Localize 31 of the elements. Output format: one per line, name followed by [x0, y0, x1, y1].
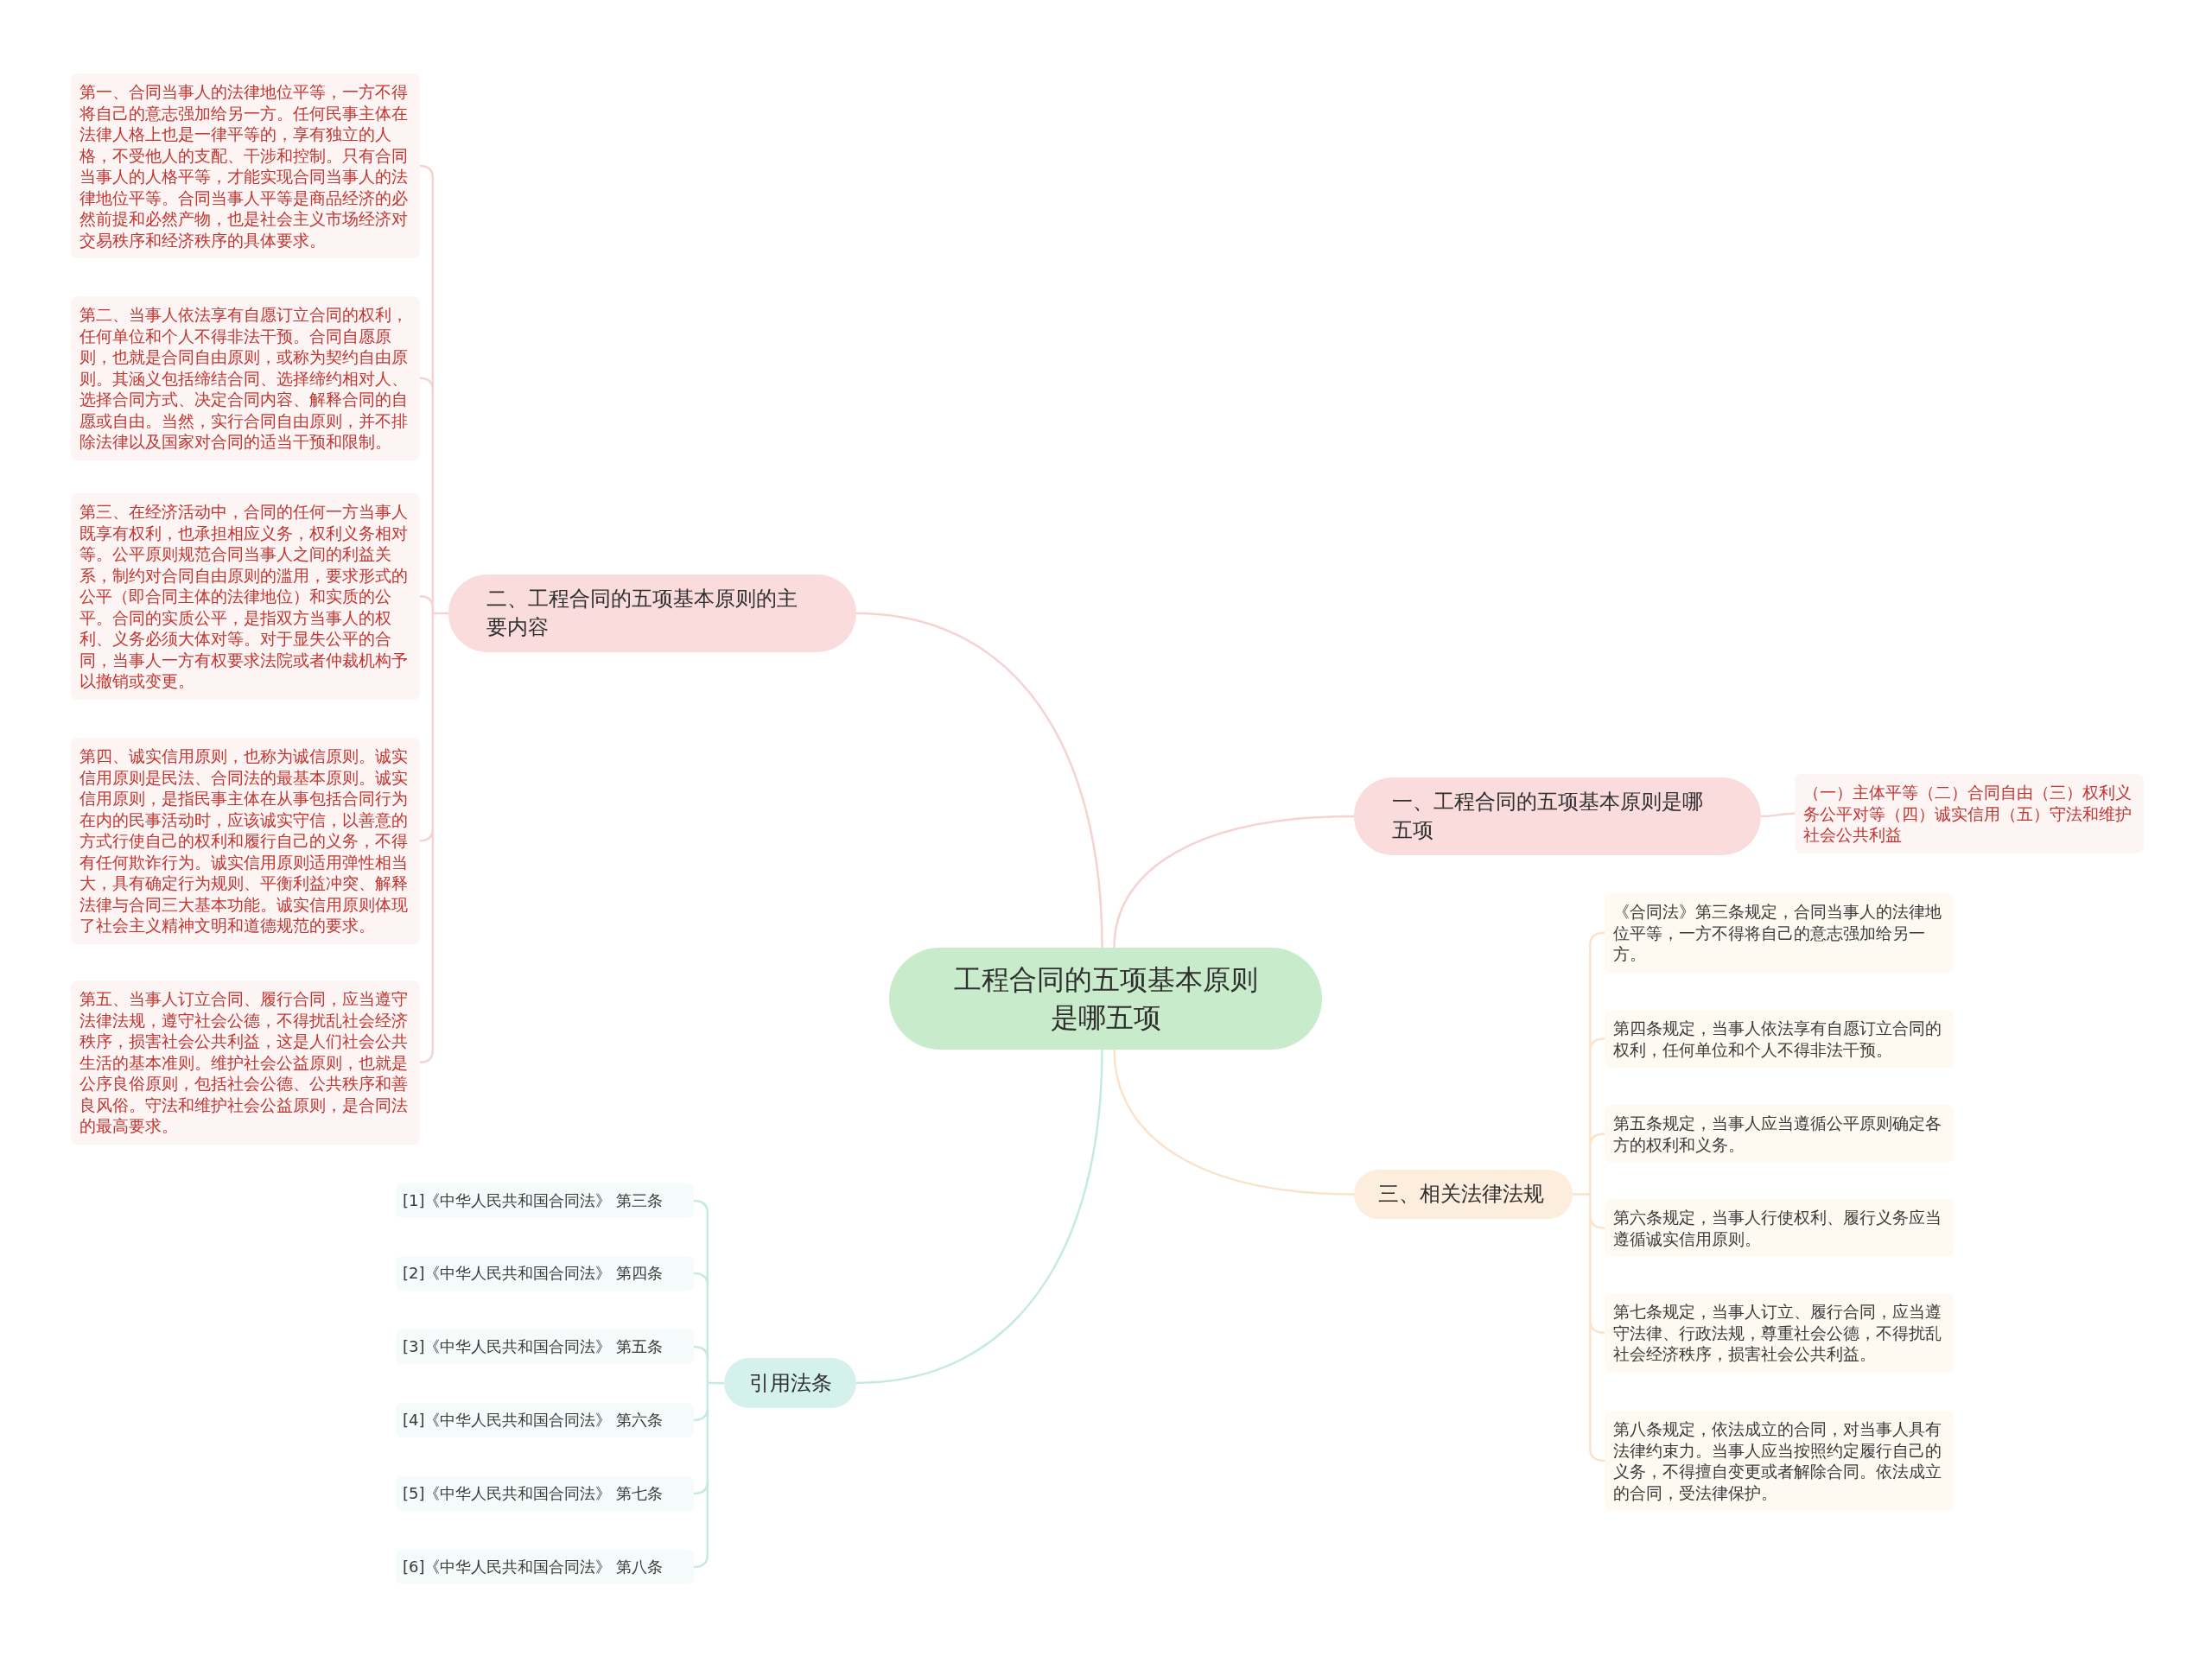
note-card: 第七条规定，当事人订立、履行合同，应当遵守法律、行政法规，尊重社会公德，不得扰乱社会经济秩序，损害社会公共利益。: [1605, 1293, 1954, 1373]
branch-topic: 引用法条: [724, 1358, 856, 1408]
connector-line: [855, 1049, 1103, 1385]
note-card: （一）主体平等（二）合同自由（三）权利义务公平对等（四）诚实信用（五）守法和维护社会公共利益: [1795, 774, 2144, 853]
note-card: 第四条规定，当事人依法享有自愿订立合同的权利，任何单位和个人不得非法干预。: [1605, 1010, 1954, 1068]
note-card: 第三、在经济活动中，合同的任何一方当事人既享有权利，也承担相应义务，权利义务相对等。公平原则规范合同当事人之间的利益关系，制约对合同自由原则的滥用，要求形式的公平（即合同主体的法律地位）和实质的公平。合同的实质公平，是指双方当事人的权利、义务必须大体对等。对于显失公平的合同，当事人一方有权要求法院或者仲裁机构予以撤销或变更。: [71, 493, 420, 700]
branch-topic: 一、工程合同的五项基本原则是哪五项: [1354, 777, 1761, 855]
note-card: 第一、合同当事人的法律地位平等，一方不得将自己的意志强加给另一方。任何民事主体在法律人格上也是一律平等的，享有独立的人格，不受他人的支配、干涉和控制。只有合同当事人的人格平等，才能实现合同当事人的法律地位平等。合同当事人平等是商品经济的必然前提和必然产物，也是社会主义市场经济对交易秩序和经济秩序的具体要求。: [71, 73, 420, 258]
note-card: 第四、诚实信用原则，也称为诚信原则。诚实信用原则是民法、合同法的最基本原则。诚实信用原则，是指民事主体在从事包括合同行为在内的民事活动时，应该诚实守信，以善意的方式行使自己的权利和履行自己的义务，不得有任何欺诈行为。诚实信用原则适用弹性相当大，具有确定行为规则、平衡利益冲突、解释法律与合同三大基本功能。诚实信用原则体现了社会主义精神文明和道德规范的要求。: [71, 738, 420, 944]
connector-line: [418, 164, 450, 1063]
citation-card: [6]《中华人民共和国合同法》 第八条: [396, 1550, 694, 1584]
branch-topic: 二、工程合同的五项基本原则的主要内容: [448, 574, 856, 652]
connector-line: [1113, 1049, 1355, 1196]
connector-line: [1113, 815, 1355, 949]
citation-card: [2]《中华人民共和国合同法》 第四条: [396, 1256, 694, 1291]
connector-line: [855, 612, 1103, 949]
note-card: 《合同法》第三条规定，合同当事人的法律地位平等，一方不得将自己的意志强加给另一方。: [1605, 893, 1954, 973]
connector-line: [692, 1199, 726, 1569]
note-card: 第五、当事人订立合同、履行合同，应当遵守法律法规，遵守社会公德，不得扰乱社会经济秩序，损害社会公共利益，这是人们社会公共生活的基本准则。维护社会公益原则，也就是公序良俗原则，包括社会公德、公共秩序和善良风俗。守法和维护社会公益原则，是合同法的最高要求。: [71, 980, 420, 1145]
connector-line: [1761, 812, 1795, 818]
citation-card: [4]《中华人民共和国合同法》 第六条: [396, 1403, 694, 1437]
citation-card: [5]《中华人民共和国合同法》 第七条: [396, 1476, 694, 1511]
note-card: 第六条规定，当事人行使权利、履行义务应当遵循诚实信用原则。: [1605, 1199, 1954, 1257]
note-card: 第五条规定，当事人应当遵循公平原则确定各方的权利和义务。: [1605, 1105, 1954, 1163]
citation-card: [3]《中华人民共和国合同法》 第五条: [396, 1329, 694, 1364]
citation-card: [1]《中华人民共和国合同法》 第三条: [396, 1183, 694, 1218]
note-card: 第八条规定，依法成立的合同，对当事人具有法律约束力。当事人应当按照约定履行自己的义务，不得擅自变更或者解除合同。依法成立的合同，受法律保护。: [1605, 1411, 1954, 1511]
central-topic: 工程合同的五项基本原则是哪五项: [889, 948, 1322, 1050]
connector-line: [1571, 931, 1606, 1462]
note-card: 第二、当事人依法享有自愿订立合同的权利，任何单位和个人不得非法干预。合同自愿原则，也就是合同自由原则，或称为契约自由原则。其涵义包括缔结合同、选择缔约相对人、选择合同方式、决定合同内容、解释合同的自愿或自由。当然，实行合同自由原则，并不排除法律以及国家对合同的适当干预和限制。: [71, 296, 420, 460]
branch-topic: 三、相关法律法规: [1354, 1170, 1573, 1219]
